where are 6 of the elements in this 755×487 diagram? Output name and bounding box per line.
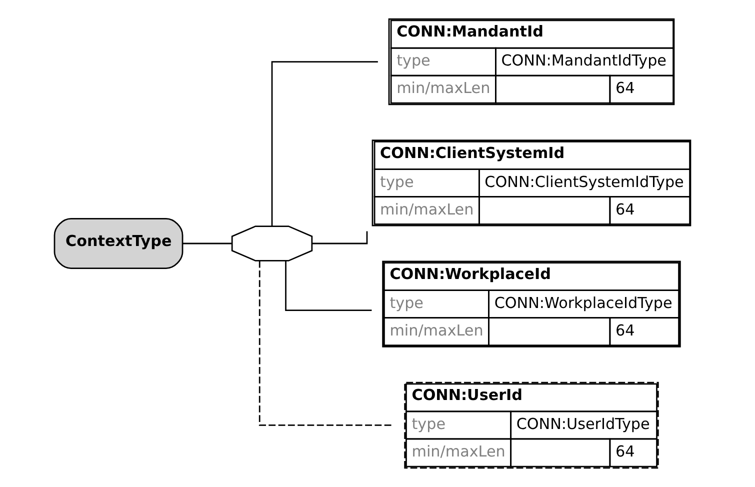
connector: [270, 61, 378, 226]
connector: [258, 260, 394, 426]
connector: [284, 261, 372, 311]
connector: [182, 242, 232, 244]
node-octagon: [230, 226, 312, 262]
node-box: ContextType: [53, 218, 183, 269]
